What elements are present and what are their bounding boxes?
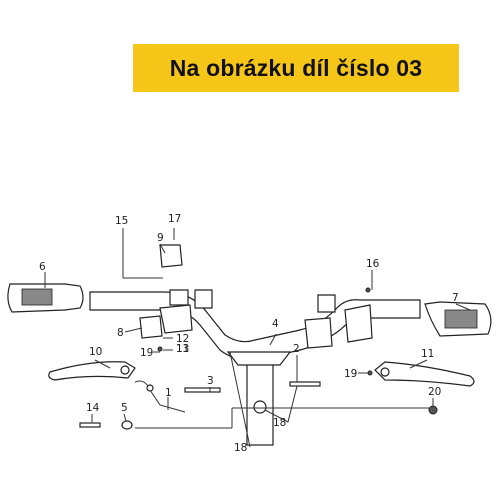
- label-11: 11: [421, 348, 434, 360]
- label-16: 16: [366, 258, 380, 270]
- label-7: 7: [452, 292, 459, 304]
- left-clamp: [139, 304, 193, 339]
- label-2: 2: [293, 343, 300, 355]
- left-lever: [48, 361, 136, 381]
- label-20: 20: [428, 386, 441, 398]
- label-18-bottom: 18: [234, 442, 247, 454]
- label-15: 15: [115, 215, 128, 227]
- label-17: 17: [168, 213, 181, 225]
- label-12: 12: [176, 333, 189, 345]
- label-13: 13: [176, 343, 189, 355]
- left-grip: [7, 283, 84, 313]
- label-10: 10: [89, 346, 102, 358]
- banner-text: Na obrázku díl číslo 03: [169, 54, 423, 81]
- leader-lines: [44, 228, 471, 448]
- label-1: 1: [165, 387, 172, 399]
- label-4: 4: [272, 318, 279, 330]
- label-19-right: 19: [344, 368, 357, 380]
- part-number-banner: Na obrázku díl číslo 03: [133, 44, 459, 92]
- throttle-cable: [134, 380, 186, 413]
- label-19-left: 19: [140, 347, 153, 359]
- label-8: 8: [117, 327, 124, 339]
- label-6: 6: [39, 261, 46, 273]
- label-14: 14: [86, 402, 100, 414]
- part-labels: 15 17 9 6 16 7 8 12 11 13 19 4 2 10 11 1…: [39, 213, 459, 454]
- label-11-top: 11: [176, 343, 189, 355]
- right-grip: [424, 301, 492, 337]
- label-18-mid: 18: [273, 417, 286, 429]
- switch-housing: [159, 244, 336, 313]
- right-clamp: [304, 304, 373, 349]
- right-lever: [374, 361, 475, 387]
- center-stem: [226, 351, 292, 446]
- label-3: 3: [207, 375, 214, 387]
- label-5: 5: [121, 402, 128, 414]
- label-9: 9: [157, 232, 164, 244]
